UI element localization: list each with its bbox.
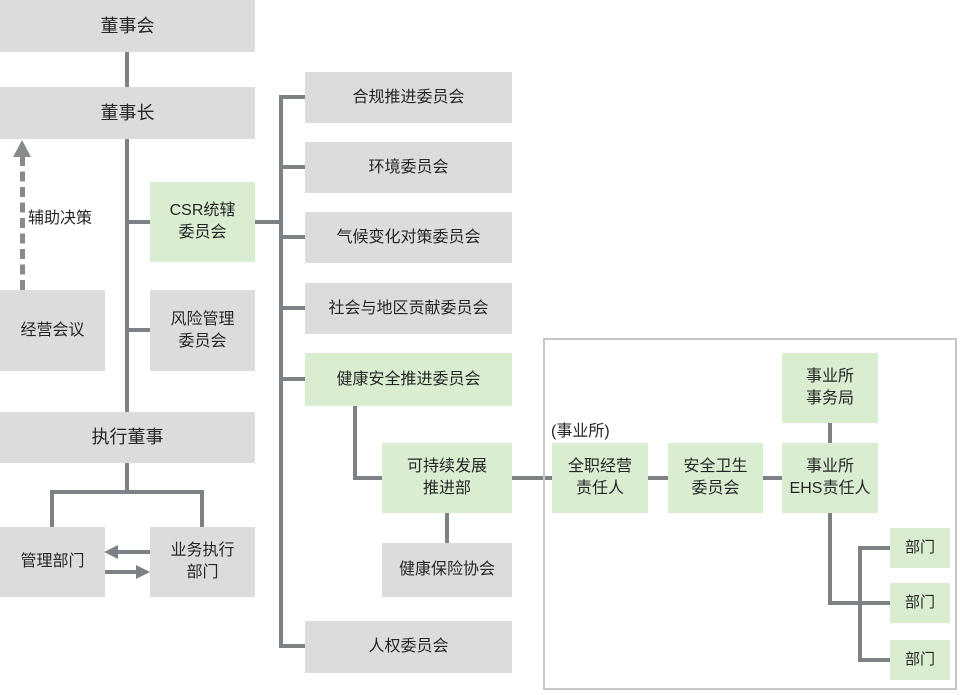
right-arrow-shaft — [105, 570, 138, 574]
connector-exec-drop — [125, 463, 129, 492]
connector-fulltime-safety — [648, 476, 668, 480]
node-full-time-manager: 全职经营 责任人 — [552, 443, 648, 513]
connector-stub-climate — [279, 235, 305, 239]
node-environment-committee: 环境委员会 — [305, 142, 512, 193]
connector-sustain-fulltime — [512, 476, 552, 480]
connector-stub-human-rights — [279, 644, 305, 648]
node-exec-director: 执行董事 — [0, 412, 255, 463]
connector-risk-left — [125, 328, 150, 332]
connector-stub-environment — [279, 165, 305, 169]
connector-stub-compliance — [279, 95, 305, 99]
connector-sustain-insurance — [445, 513, 449, 543]
connector-exec-branch-h — [50, 490, 204, 494]
connector-stub-social — [279, 306, 305, 310]
right-arrow-icon — [136, 565, 150, 579]
node-csr-committee: CSR统辖 委员会 — [150, 182, 255, 262]
site-group-frame — [543, 338, 957, 690]
node-health-insurance: 健康保险协会 — [382, 543, 512, 597]
assist-decision-label: 辅助决策 — [28, 210, 93, 227]
node-chairman: 董事长 — [0, 87, 255, 139]
node-risk-committee: 风险管理 委员会 — [150, 290, 255, 371]
site-group-label: (事业所) — [551, 423, 610, 440]
node-sustain-dept: 可持续发展 推进部 — [382, 443, 512, 513]
node-health-safety-committee: 健康安全推进委员会 — [305, 353, 512, 406]
connector-hs-drop-h — [353, 476, 382, 480]
connector-ehs-drop — [828, 513, 832, 605]
left-arrow-shaft — [116, 550, 150, 554]
node-biz-exec-dept: 业务执行 部门 — [150, 527, 255, 597]
node-dept-3: 部门 — [890, 640, 950, 680]
node-safety-hygiene-committee: 安全卫生 委员会 — [668, 443, 763, 513]
connector-stub-health-safety — [279, 377, 305, 381]
connector-branch-right-v — [200, 490, 204, 527]
assist-arrow-shaft — [20, 156, 25, 290]
node-management-meeting: 经营会议 — [0, 290, 105, 371]
connector-dept-bracket — [858, 546, 862, 662]
node-human-rights-committee: 人权委员会 — [305, 621, 512, 673]
left-arrow-icon — [104, 545, 118, 559]
connector-main-trunk — [125, 52, 129, 412]
node-site-office: 事业所 事务局 — [782, 353, 878, 423]
node-site-ehs-officer: 事业所 EHS责任人 — [782, 443, 878, 513]
node-social-committee: 社会与地区贡献委员会 — [305, 283, 512, 334]
connector-office-ehs — [828, 423, 832, 443]
node-mgmt-dept: 管理部门 — [0, 527, 105, 597]
connector-committee-trunk — [279, 95, 283, 648]
node-board: 董事会 — [0, 0, 255, 52]
connector-branch-left-v — [50, 490, 54, 527]
node-compliance-committee: 合规推进委员会 — [305, 72, 512, 123]
connector-dept-bottom — [858, 658, 890, 662]
connector-safety-ehs — [763, 476, 782, 480]
node-dept-2: 部门 — [890, 583, 950, 623]
node-climate-committee: 气候变化对策委员会 — [305, 212, 512, 263]
node-dept-1: 部门 — [890, 528, 950, 568]
up-arrow-icon — [13, 140, 31, 157]
connector-csr-left — [125, 220, 150, 224]
connector-dept-top — [858, 546, 890, 550]
connector-hs-drop-v — [353, 404, 357, 480]
connector-csr-right — [255, 220, 283, 224]
